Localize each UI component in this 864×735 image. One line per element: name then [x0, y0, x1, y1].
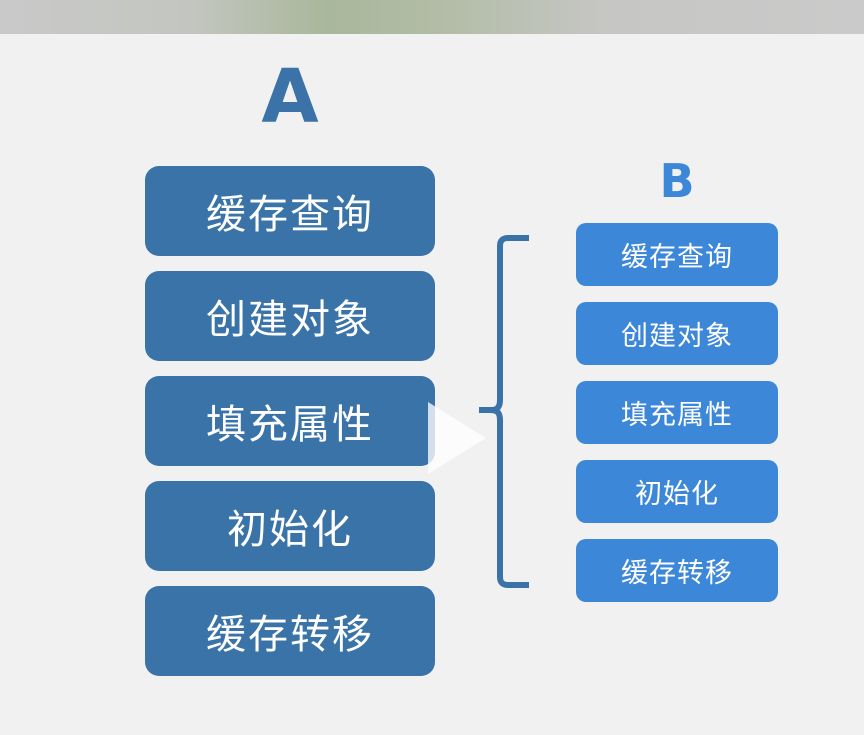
group-b-step-4: 初始化	[576, 460, 778, 523]
group-b-list: 缓存查询 创建对象 填充属性 初始化 缓存转移	[576, 223, 778, 618]
group-a-step-5: 缓存转移	[145, 586, 435, 676]
group-b-step-3: 填充属性	[576, 381, 778, 444]
group-b-step-5: 缓存转移	[576, 539, 778, 602]
group-a-step-1: 缓存查询	[145, 166, 435, 256]
group-a-heading: A	[261, 54, 319, 140]
group-b-heading: B	[659, 154, 695, 208]
group-b-step-1: 缓存查询	[576, 223, 778, 286]
curly-bracket-connector	[479, 235, 529, 588]
group-a-step-4: 初始化	[145, 481, 435, 571]
group-a-step-3: 填充属性	[145, 376, 435, 466]
group-a-step-2: 创建对象	[145, 271, 435, 361]
group-b-step-2: 创建对象	[576, 302, 778, 365]
top-bar	[0, 0, 864, 34]
play-icon[interactable]	[420, 398, 492, 478]
group-a-list: 缓存查询 创建对象 填充属性 初始化 缓存转移	[145, 166, 435, 691]
